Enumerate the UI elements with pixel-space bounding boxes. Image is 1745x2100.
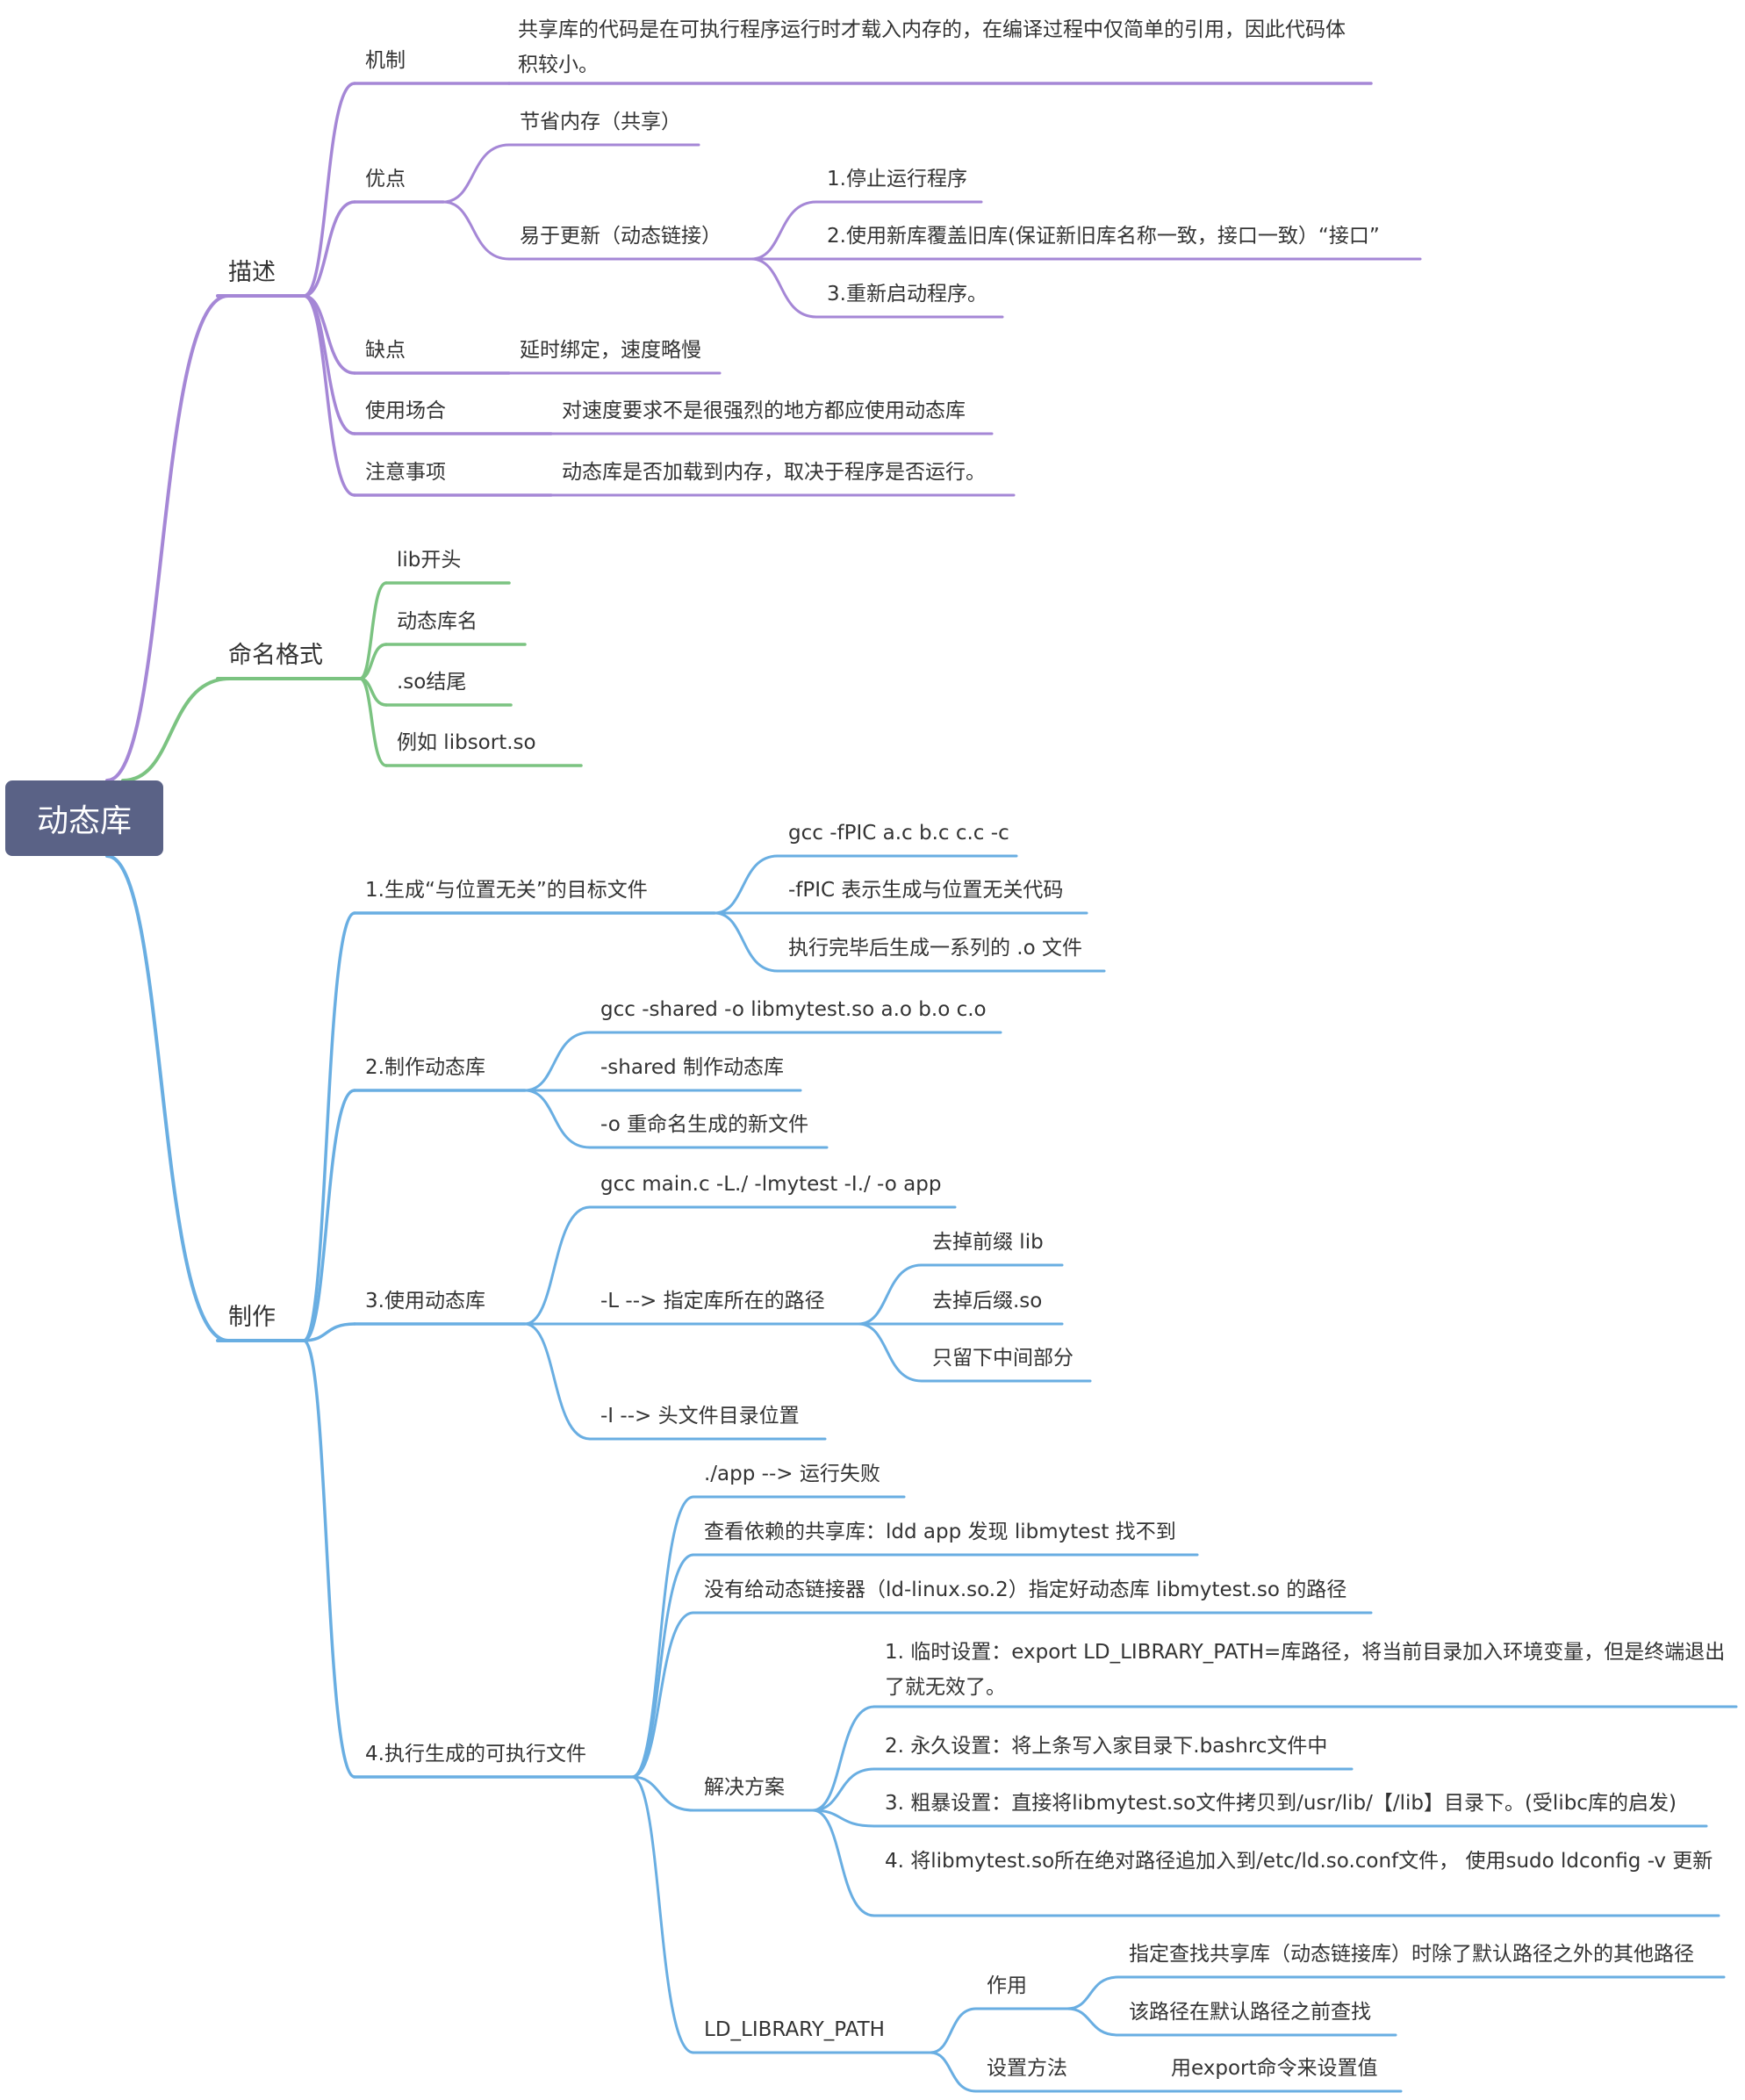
node-solution-3[interactable]: 3. 粗暴设置：直接将libmytest.so文件拷贝到/usr/lib/【/l… xyxy=(885,1792,1677,1815)
easy-update-connector xyxy=(442,200,511,261)
describe-connector xyxy=(105,294,230,782)
text-notes[interactable]: 动态库是否加载到内存，取决于程序是否运行。 xyxy=(562,461,986,484)
node-cons[interactable]: 缺点 xyxy=(365,339,406,362)
step4-connector xyxy=(302,1339,356,1779)
solutions-connector xyxy=(630,1775,695,1812)
node-step-stop[interactable]: 1.停止运行程序 xyxy=(827,168,967,191)
mechanism-connector xyxy=(302,82,356,298)
node-naming-item-1[interactable]: 动态库名 xyxy=(397,610,478,633)
node-setup[interactable]: 设置方法 xyxy=(987,2057,1067,2080)
save-memory-connector xyxy=(442,143,511,204)
node-step-replace[interactable]: 2.使用新库覆盖旧库(保证新旧库名称一致，接口一致）“接口” xyxy=(827,225,1380,248)
naming-connector xyxy=(121,677,232,782)
node-naming-item-3[interactable]: 例如 libsort.so xyxy=(397,731,536,754)
node-step3-cmd[interactable]: gcc main.c -L./ -lmytest -I./ -o app xyxy=(600,1173,942,1196)
node-step2-item-0[interactable]: gcc -shared -o libmytest.so a.o b.o c.o xyxy=(600,998,987,1021)
naming-0-connector xyxy=(358,581,388,680)
node-naming[interactable]: 命名格式 xyxy=(228,642,323,669)
node-make-step1[interactable]: 1.生成“与位置无关”的目标文件 xyxy=(365,879,648,902)
step3-I-connector xyxy=(523,1322,592,1441)
step1-0-connector xyxy=(713,854,779,915)
node-solution-1[interactable]: 1. 临时设置：export LD_LIBRARY_PATH=库路径，将当前目录… xyxy=(885,1641,1726,1699)
node-solution-4[interactable]: 4. 将libmytest.so所在绝对路径追加入到/etc/ld.so.con… xyxy=(885,1850,1713,1873)
node-naming-item-0[interactable]: lib开头 xyxy=(397,549,462,572)
sol-1-connector xyxy=(811,1767,876,1812)
node-solutions[interactable]: 解决方案 xyxy=(704,1776,785,1799)
L-0-connector xyxy=(857,1263,923,1326)
step2-2-connector xyxy=(523,1089,592,1149)
node-step2-item-1[interactable]: -shared 制作动态库 xyxy=(600,1056,784,1079)
reason-connector xyxy=(630,1611,695,1779)
node-naming-item-2[interactable]: .so结尾 xyxy=(397,671,467,694)
node-pros[interactable]: 优点 xyxy=(365,168,406,191)
node-L-item-2[interactable]: 只留下中间部分 xyxy=(932,1347,1074,1370)
node-effect-1[interactable]: 指定查找共享库（动态链接库）时除了默认路径之外的其他路径 xyxy=(1129,1943,1694,1966)
step3-connector xyxy=(302,1322,356,1342)
setup-connector xyxy=(929,2051,978,2093)
node-step3-L[interactable]: -L --> 指定库所在的路径 xyxy=(600,1290,825,1312)
text-mechanism[interactable]: 共享库的代码是在可执行程序运行时才载入内存的，在编译过程中仅简单的引用，因此代码… xyxy=(518,18,1346,76)
ld-path-connector xyxy=(630,1775,695,2054)
node-save-memory[interactable]: 节省内存（共享） xyxy=(520,111,681,133)
step1-connector xyxy=(302,911,356,1342)
step2-connector xyxy=(302,1089,356,1342)
node-L-item-1[interactable]: 去掉后缀.so xyxy=(932,1290,1043,1312)
effect-connector xyxy=(929,2007,978,2054)
step-restart-connector xyxy=(750,257,818,319)
root-node[interactable]: 动态库 xyxy=(5,780,163,856)
node-easy-update[interactable]: 易于更新（动态链接） xyxy=(520,225,722,248)
check-connector xyxy=(630,1553,695,1779)
make-connector xyxy=(105,854,230,1342)
sol-3-connector xyxy=(811,1809,876,1917)
node-run[interactable]: ./app --> 运行失败 xyxy=(704,1463,880,1485)
node-notes[interactable]: 注意事项 xyxy=(365,461,446,484)
naming-3-connector xyxy=(358,677,388,767)
step1-2-connector xyxy=(713,911,779,973)
node-make-step4[interactable]: 4.执行生成的可执行文件 xyxy=(365,1743,586,1766)
text-usage[interactable]: 对速度要求不是很强烈的地方都应使用动态库 xyxy=(562,399,966,422)
notes-connector xyxy=(302,294,356,497)
node-reason[interactable]: 没有给动态链接器（ld-linux.so.2）指定好动态库 libmytest.… xyxy=(704,1579,1347,1601)
step2-0-connector xyxy=(523,1031,592,1092)
node-check[interactable]: 查看依赖的共享库：ldd app 发现 libmytest 找不到 xyxy=(704,1521,1176,1543)
node-make-step3[interactable]: 3.使用动态库 xyxy=(365,1290,485,1312)
L-2-connector xyxy=(857,1322,923,1383)
node-effect[interactable]: 作用 xyxy=(987,1974,1027,1997)
node-make[interactable]: 制作 xyxy=(228,1304,276,1331)
node-mechanism[interactable]: 机制 xyxy=(365,49,406,72)
node-solution-2[interactable]: 2. 永久设置：将上条写入家目录下.bashrc文件中 xyxy=(885,1735,1328,1758)
node-step3-I[interactable]: -I --> 头文件目录位置 xyxy=(600,1405,800,1428)
text-cons[interactable]: 延时绑定，速度略慢 xyxy=(520,339,701,362)
node-usage[interactable]: 使用场合 xyxy=(365,399,446,422)
node-step-restart[interactable]: 3.重新启动程序。 xyxy=(827,283,987,306)
node-step1-item-0[interactable]: gcc -fPIC a.c b.c c.c -c xyxy=(788,822,1009,845)
node-make-step2[interactable]: 2.制作动态库 xyxy=(365,1056,485,1079)
node-ld-path[interactable]: LD_LIBRARY_PATH xyxy=(704,2018,885,2041)
node-effect-2[interactable]: 该路径在默认路径之前查找 xyxy=(1129,2001,1371,2024)
sol-0-connector xyxy=(811,1705,876,1812)
pros-connector xyxy=(302,200,356,298)
node-L-item-0[interactable]: 去掉前缀 lib xyxy=(932,1231,1044,1254)
sol-2-connector xyxy=(811,1809,876,1828)
effect-0-connector xyxy=(1066,1975,1120,2010)
step3-cmd-connector xyxy=(523,1205,592,1326)
node-step2-item-2[interactable]: -o 重命名生成的新文件 xyxy=(600,1113,809,1136)
node-step1-item-2[interactable]: 执行完毕后生成一系列的 .o 文件 xyxy=(788,937,1083,960)
node-describe[interactable]: 描述 xyxy=(228,259,276,286)
node-step1-item-1[interactable]: -fPIC 表示生成与位置无关代码 xyxy=(788,879,1064,902)
step-stop-connector xyxy=(750,200,818,261)
effect-1-connector xyxy=(1066,2007,1120,2037)
text-setup[interactable]: 用export命令来设置值 xyxy=(1171,2057,1378,2080)
